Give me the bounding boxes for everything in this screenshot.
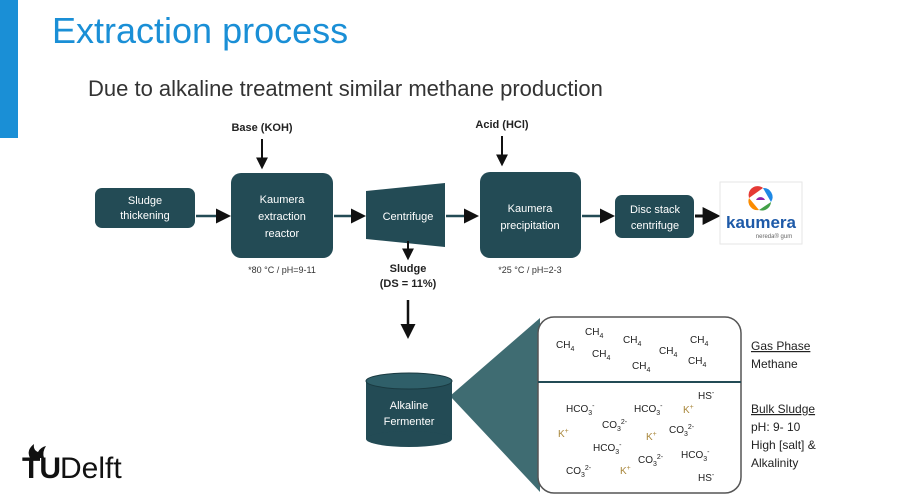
slide-title: Extraction process (52, 10, 349, 51)
svg-text:CO32-: CO32- (602, 419, 628, 433)
svg-text:CH4: CH4 (632, 361, 650, 374)
svg-text:CH4: CH4 (688, 356, 706, 369)
svg-text:CH4: CH4 (659, 346, 677, 359)
svg-text:CO32-: CO32- (638, 454, 664, 468)
svg-text:HCO3-: HCO3- (681, 449, 710, 463)
svg-text:CH4: CH4 (592, 349, 610, 362)
precipitation-line2: precipitation (500, 220, 559, 232)
sludge-ds-label: (DS = 11%) (380, 278, 437, 290)
fermenter-line1: Alkaline (390, 400, 429, 412)
svg-text:K+: K+ (620, 465, 631, 477)
disc-stack-box (615, 195, 694, 238)
kaumera-wordmark: kaumera (726, 213, 796, 232)
tu-wordmark: TU (22, 452, 61, 485)
phases-panel (537, 316, 742, 494)
svg-text:CO32-: CO32- (669, 424, 695, 438)
disc-stack-line2: centrifuge (631, 220, 679, 232)
tu-delft-logo: TUDelft (22, 452, 122, 486)
bulk-ions: HCO3- HCO3- HS- K+ CO32- CO32- K+ K+ HCO… (558, 390, 715, 484)
svg-text:CO32-: CO32- (566, 465, 592, 479)
bulk-sludge-line1: pH: 9- 10 (751, 420, 801, 434)
slide-subtitle: Due to alkaline treatment similar methan… (88, 76, 603, 101)
reactor-conditions: *80 °C / pH=9-11 (248, 265, 316, 275)
delft-wordmark: Delft (60, 452, 122, 485)
bulk-sludge-line3: Alkalinity (751, 456, 798, 470)
bulk-sludge-line2: High [salt] & (751, 438, 816, 452)
sludge-thickening-line1: Sludge (128, 195, 162, 207)
precipitation-line1: Kaumera (508, 203, 554, 215)
svg-text:HCO3-: HCO3- (593, 442, 622, 456)
extraction-reactor-line1: Kaumera (260, 194, 306, 206)
accent-bar (0, 0, 18, 138)
sludge-label: Sludge (390, 263, 427, 275)
sludge-thickening-line2: thickening (120, 210, 170, 222)
centrifuge-label: Centrifuge (383, 211, 434, 223)
disc-stack-line1: Disc stack (630, 204, 681, 216)
svg-text:K+: K+ (683, 404, 694, 416)
svg-text:CH4: CH4 (623, 335, 641, 348)
kaumera-mark-icon (748, 186, 773, 211)
svg-text:K+: K+ (558, 428, 569, 440)
extraction-reactor-box (231, 173, 333, 258)
centrifuge-shape (366, 183, 445, 247)
svg-text:HCO3-: HCO3- (634, 403, 663, 417)
kaumera-tagline: nereda® gum (756, 233, 792, 240)
svg-text:HS-: HS- (698, 390, 715, 402)
gas-molecules: CH4 CH4 CH4 CH4 CH4 CH4 CH4 CH4 (556, 327, 708, 374)
tu-delft-flame-icon (28, 444, 46, 458)
kaumera-logo: kaumera nereda® gum (719, 181, 803, 245)
gas-phase-title: Gas Phase (751, 339, 811, 353)
bulk-sludge-title: Bulk Sludge (751, 402, 815, 416)
svg-text:HS-: HS- (698, 472, 715, 484)
base-input-label: Base (KOH) (231, 122, 292, 134)
svg-text:K+: K+ (646, 431, 657, 443)
precipitation-box (480, 172, 581, 258)
svg-text:HCO3-: HCO3- (566, 403, 595, 417)
extraction-reactor-line3: reactor (265, 228, 300, 240)
acid-input-label: Acid (HCl) (475, 119, 529, 131)
sludge-thickening-box (95, 188, 195, 228)
alkaline-fermenter: Alkaline Fermenter (365, 372, 453, 447)
svg-text:CH4: CH4 (556, 340, 574, 353)
zoom-cone (450, 318, 540, 492)
svg-text:CH4: CH4 (690, 335, 708, 348)
precipitation-conditions: *25 °C / pH=2-3 (498, 265, 561, 275)
svg-text:CH4: CH4 (585, 327, 603, 340)
extraction-reactor-line2: extraction (258, 211, 306, 223)
fermenter-line2: Fermenter (384, 416, 435, 428)
gas-phase-desc: Methane (751, 357, 798, 371)
